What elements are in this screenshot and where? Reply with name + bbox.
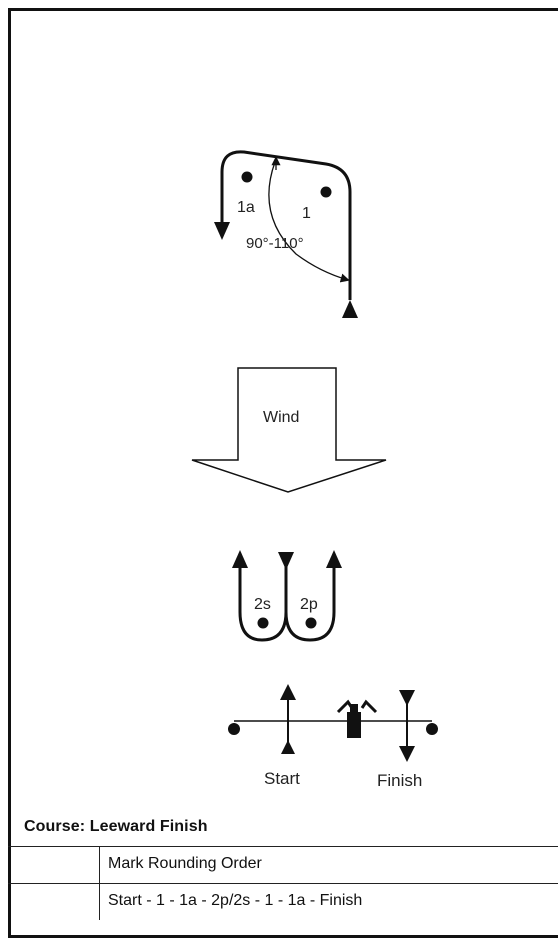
course-line-windward — [220, 150, 352, 300]
start-arrow-tail-icon — [281, 740, 295, 754]
mark-2p-label: 2p — [300, 596, 318, 613]
gate-right-arrow-up-icon — [326, 550, 342, 568]
finish-arrow-top-icon — [399, 690, 415, 706]
windward-marks-group: 1a 1 90°-110° — [214, 150, 358, 318]
mark-1a-buoy — [241, 171, 253, 183]
start-label: Start — [264, 769, 300, 788]
finish-label: Finish — [377, 771, 422, 790]
mark-2p-buoy — [305, 617, 317, 629]
course-title: Course: Leeward Finish — [24, 818, 208, 835]
mark-2s-buoy — [257, 617, 269, 629]
windward-start-arrow-icon — [342, 300, 358, 318]
table-header-cell: Mark Rounding Order — [108, 855, 262, 872]
table-cell-empty — [8, 847, 100, 883]
rounding-order-table: Mark Rounding Order Start - 1 - 1a - 2p/… — [8, 846, 558, 926]
wind-arrow-group: Wind — [191, 367, 387, 493]
course-line-gate-2 — [284, 566, 336, 642]
table-row: Mark Rounding Order — [8, 847, 558, 883]
angle-label: 90°-110° — [246, 235, 304, 252]
start-finish-group: Start Finish — [228, 684, 438, 790]
mark-1-buoy — [320, 186, 332, 198]
angle-arc — [268, 161, 350, 283]
start-arrow-up-icon — [280, 684, 296, 700]
rounding-order-cell: Start - 1 - 1a - 2p/2s - 1 - 1a - Finish — [108, 892, 363, 909]
wind-label: Wind — [263, 409, 299, 426]
mark-2s-label: 2s — [254, 596, 271, 613]
pin-end-buoy — [228, 723, 240, 735]
finish-pin-buoy — [426, 723, 438, 735]
table-cell-empty — [8, 884, 100, 920]
finish-arrow-down-icon — [399, 746, 415, 762]
gate-left-arrow-up-icon — [232, 550, 248, 568]
windward-arrow-down-icon — [214, 222, 230, 240]
course-line-gate — [238, 566, 288, 642]
gate-center-arrow-down-icon — [278, 552, 294, 570]
table-row: Start - 1 - 1a - 2p/2s - 1 - 1a - Finish — [8, 883, 558, 920]
mark-1-label: 1 — [302, 205, 311, 222]
leeward-gate-group: 2s 2p — [232, 550, 342, 642]
wind-arrow-icon — [191, 367, 387, 493]
committee-boat-icon — [336, 699, 378, 738]
mark-1a-label: 1a — [237, 199, 255, 216]
